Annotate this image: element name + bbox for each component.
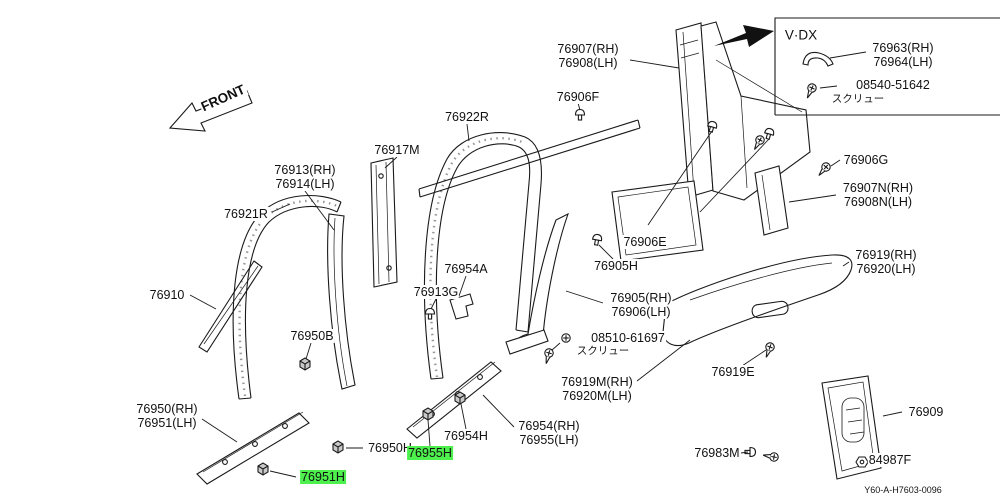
screw-head-icon-08510-label: [561, 333, 571, 343]
screw-icon-76983M: [761, 450, 780, 463]
screw-icon-76919E: [761, 341, 776, 360]
kick-plate-76950: [196, 411, 310, 485]
trim-strip-76917M: [370, 157, 398, 288]
corner-panel-76909: [821, 375, 882, 480]
belt-molding: [418, 119, 641, 198]
screw-icon-08510: [541, 347, 555, 366]
pillar-garnish-76913: [327, 213, 356, 390]
leader-lines: [189, 51, 903, 478]
trim-panel-76906E: [611, 180, 704, 262]
inset-box: [714, 17, 1000, 116]
clip-icon-76906F: [574, 108, 586, 121]
clip-art-76963: [802, 51, 834, 67]
trim-strip-76910: [198, 260, 263, 353]
screw-icon-76906G: [815, 160, 833, 179]
screw-icon-08540-inset: [802, 81, 819, 101]
inset-arrow-icon: [714, 25, 774, 47]
bracket-76954A: [449, 293, 474, 320]
box-clip-icon-76954H: [454, 391, 466, 405]
box-clip-icon-76950H: [332, 440, 344, 454]
kick-plate-76954: [406, 361, 502, 439]
box-clip-icon-76950B: [299, 357, 311, 371]
door-welt-76921R: [232, 194, 342, 400]
front-arrow-icon: [168, 90, 253, 132]
wheelhouse-trim-76919: [662, 254, 853, 347]
box-clip-icon-76955H: [422, 407, 434, 421]
box-clip-icon-76951H: [257, 462, 269, 476]
clip-icon-76905H: [591, 233, 603, 247]
corner-strip-76907N: [754, 165, 789, 236]
pillar-trim-76905: [505, 212, 569, 355]
clip-icon-76913G: [424, 307, 436, 320]
nut-icon-84987F: [855, 456, 869, 468]
